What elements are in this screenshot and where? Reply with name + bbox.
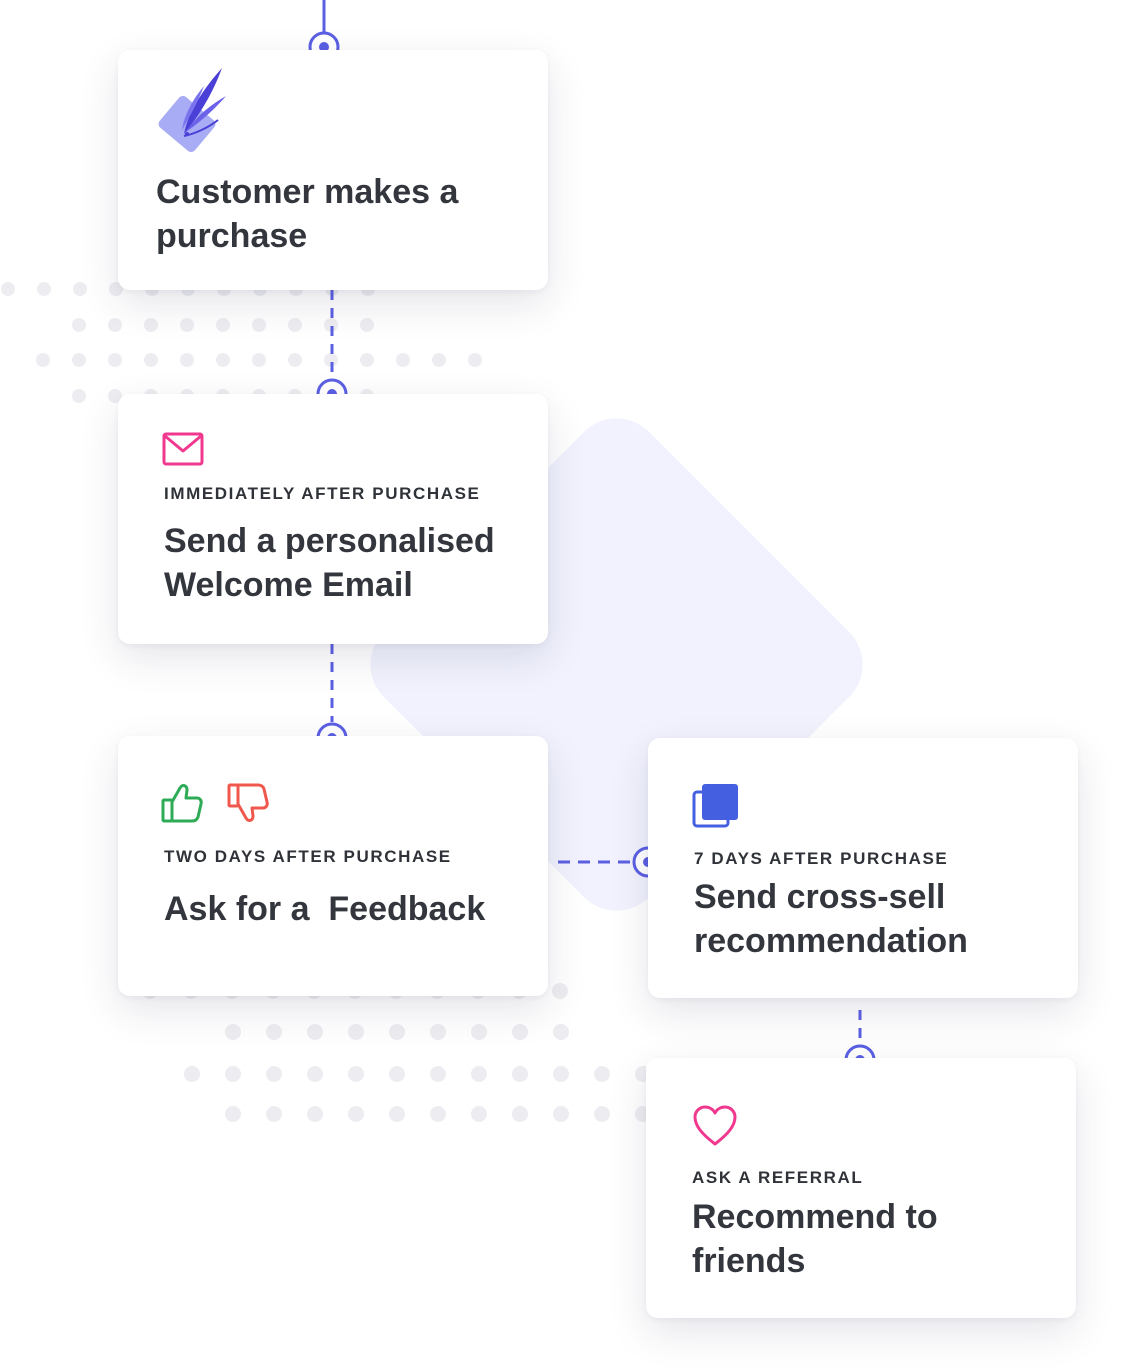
card-eyebrow: IMMEDIATELY AFTER PURCHASE [164,484,481,503]
decorative-dot [288,353,302,367]
decorative-dot [72,318,86,332]
decorative-dot [72,389,86,403]
card-welcome-email: IMMEDIATELY AFTER PURCHASE Send a person… [118,394,548,644]
decorative-dot [348,1066,364,1082]
decorative-dot [108,318,122,332]
mail-icon [162,432,204,466]
card-purchase: Customer makes a purchase [118,50,548,290]
decorative-dot [594,1066,610,1082]
decorative-dot [144,353,158,367]
decorative-dot [348,1024,364,1040]
decorative-dot [471,1106,487,1122]
decorative-dot [108,353,122,367]
card-eyebrow: TWO DAYS AFTER PURCHASE [164,847,452,866]
decorative-dot [432,353,446,367]
decorative-dot [512,1106,528,1122]
decorative-dot [307,1066,323,1082]
card-cross-sell: 7 DAYS AFTER PURCHASE Send cross-sell re… [648,738,1078,998]
card-title: Customer makes a purchase [156,173,459,255]
card-feedback: TWO DAYS AFTER PURCHASE Ask for a Feedba… [118,736,548,996]
decorative-dot [389,1066,405,1082]
decorative-dot [216,318,230,332]
card-title: Send a personalised Welcome Email [164,522,495,604]
decorative-dot [396,353,410,367]
decorative-dot [288,318,302,332]
decorative-dot [324,318,338,332]
decorative-dot [266,1106,282,1122]
card-eyebrow: 7 DAYS AFTER PURCHASE [694,849,949,868]
card-referral: ASK A REFERRAL Recommend to friends [646,1058,1076,1318]
decorative-dot [252,353,266,367]
decorative-dot [471,1066,487,1082]
decorative-dot [180,318,194,332]
copy-squares-icon [692,784,738,828]
decorative-dot [553,1024,569,1040]
decorative-dot [430,1024,446,1040]
decorative-dot [307,1024,323,1040]
decorative-dot [553,1106,569,1122]
decorative-dot [553,1066,569,1082]
card-title: Recommend to friends [692,1198,938,1280]
decorative-dot [468,353,482,367]
decorative-dot [266,1024,282,1040]
decorative-dot [430,1106,446,1122]
decorative-dot [552,983,568,999]
decorative-dot [216,353,230,367]
decorative-dot [109,282,123,296]
decorative-dot [471,1024,487,1040]
decorative-dot [389,1106,405,1122]
thumbs-down-icon [227,783,269,822]
decorative-dot [512,1066,528,1082]
thumbs-up-icon [161,784,203,823]
feather-card-icon [158,68,226,153]
decorative-dot [1,282,15,296]
card-title: Send cross-sell recommendation [694,878,968,960]
heart-icon [693,1105,737,1146]
decorative-dot [389,1024,405,1040]
decorative-dot [73,282,87,296]
decorative-dot [348,1106,364,1122]
decorative-dot [144,318,158,332]
decorative-dot [512,1024,528,1040]
decorative-dot [360,318,374,332]
decorative-dot [360,353,374,367]
decorative-dot [184,1066,200,1082]
decorative-dot [37,282,51,296]
card-eyebrow: ASK A REFERRAL [692,1168,864,1187]
decorative-dot [324,353,338,367]
decorative-dot [225,1024,241,1040]
decorative-dot [180,353,194,367]
decorative-dot [430,1066,446,1082]
decorative-dot [225,1066,241,1082]
decorative-dot [252,318,266,332]
decorative-dot [594,1106,610,1122]
decorative-dot [266,1066,282,1082]
decorative-dot [307,1106,323,1122]
decorative-dot [225,1106,241,1122]
decorative-dot [72,353,86,367]
card-title: Ask for a Feedback [164,890,486,928]
decorative-dot [36,353,50,367]
